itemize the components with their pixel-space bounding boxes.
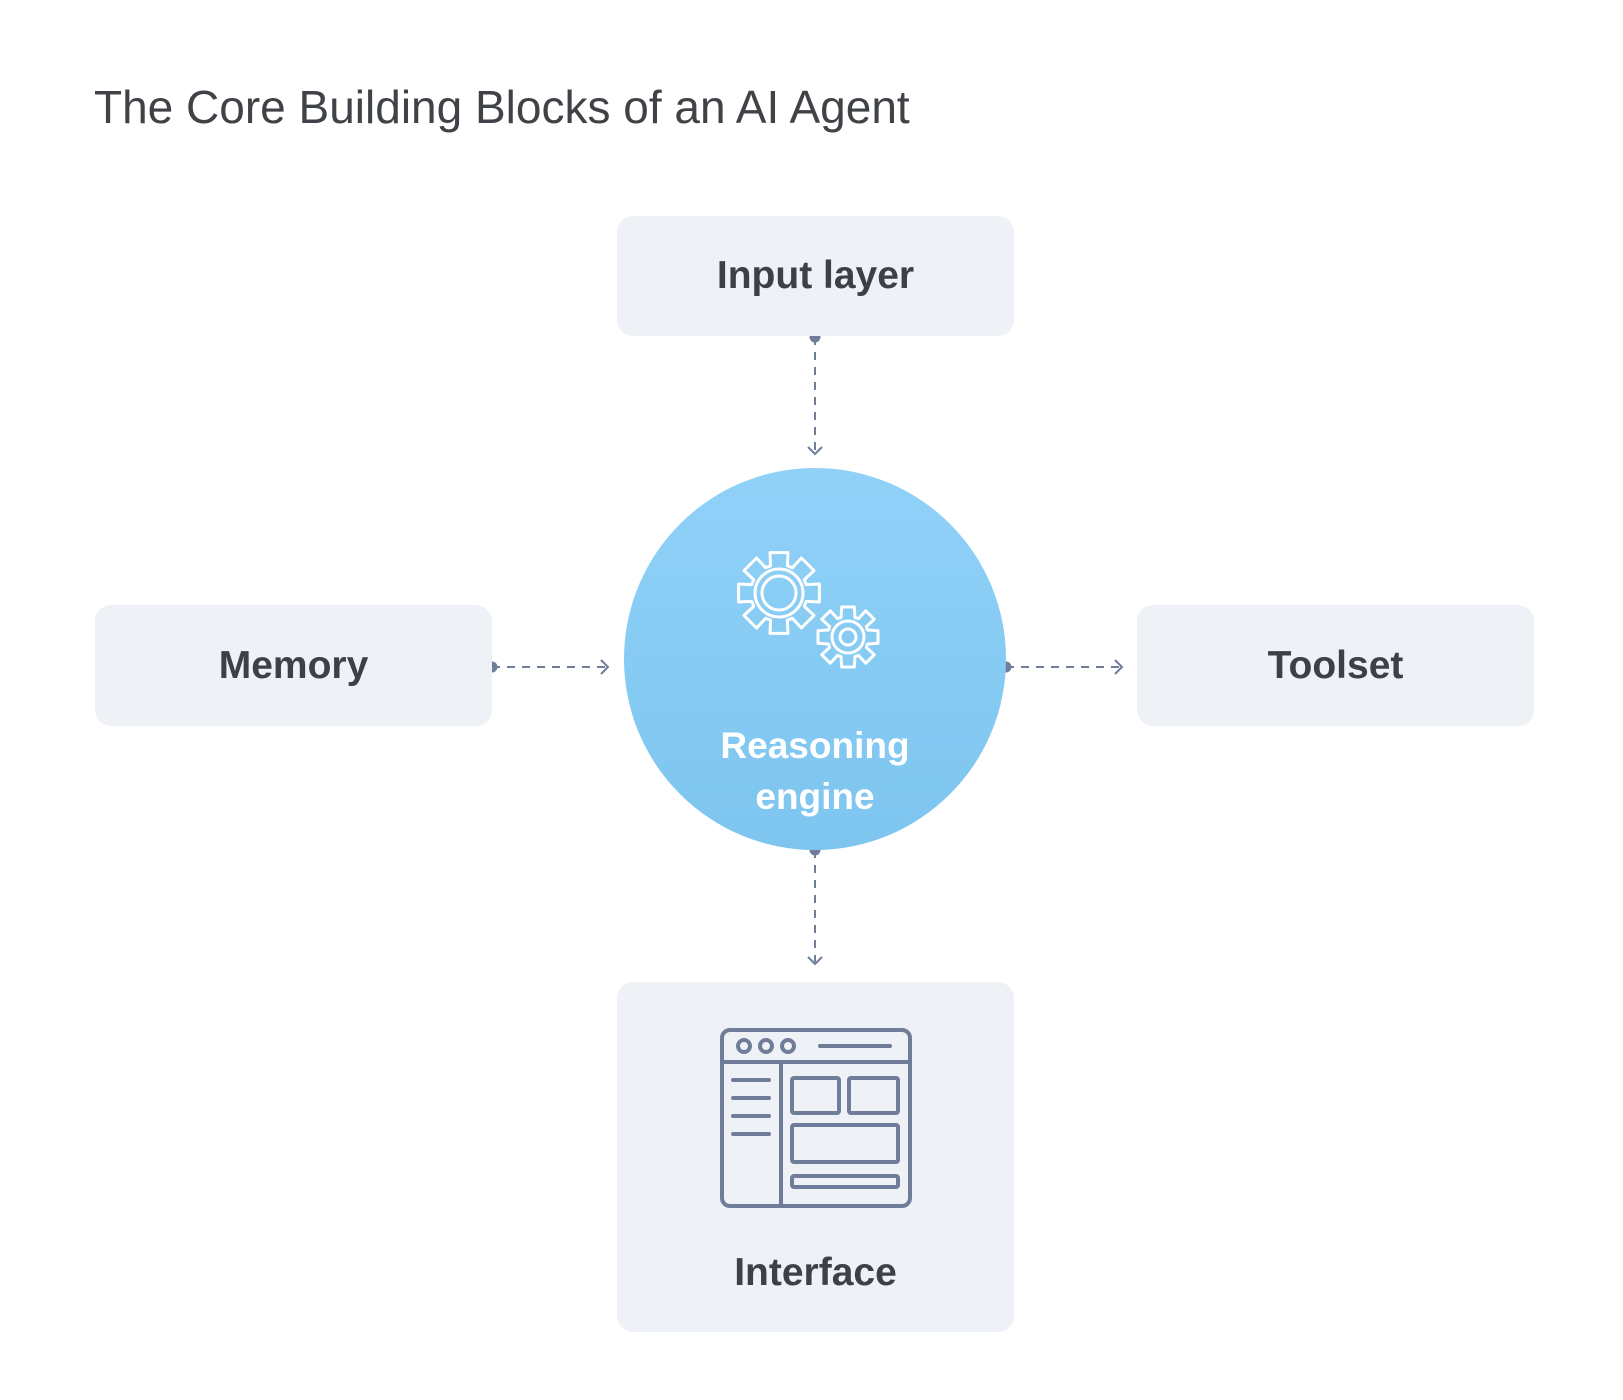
input-layer-label: Input layer (716, 254, 915, 297)
connector-memory-to-engine (492, 659, 610, 675)
connector-engine-to-toolset (1006, 659, 1124, 675)
connector-engine-to-interface (807, 850, 823, 966)
reasoning-engine-circle: Reasoning engine (624, 468, 1006, 850)
diagram-title: The Core Building Blocks of an AI Agent (94, 81, 910, 133)
toolset-label: Toolset (1267, 643, 1404, 687)
reasoning-engine-label: Reasoning engine (720, 725, 910, 817)
interface-box: Interface (617, 982, 1014, 1332)
toolset-box: Toolset (1137, 605, 1534, 726)
memory-box: Memory (95, 605, 492, 726)
memory-label: Memory (218, 643, 369, 687)
gears-icon (737, 551, 880, 669)
input-layer-box: Input layer (617, 216, 1014, 336)
interface-label: Interface (734, 1251, 897, 1294)
browser-window-icon (719, 1028, 912, 1208)
connector-input-to-engine (807, 337, 823, 456)
